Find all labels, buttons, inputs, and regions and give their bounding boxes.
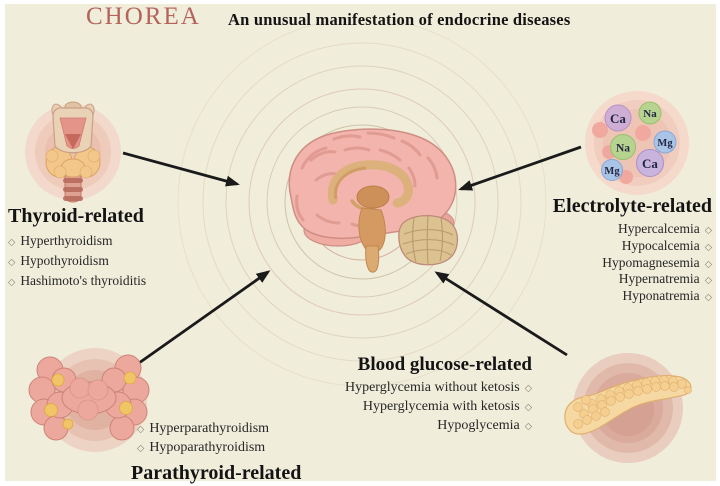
list-item: Hyperglycemia without ketosis ◇ — [345, 379, 532, 398]
cerebellum-folia — [402, 214, 455, 265]
thyroid-section: Thyroid-related ◇ Hyperthyroidism ◇ Hypo… — [8, 204, 146, 292]
ion-label-ca-2: Ca — [642, 156, 658, 171]
list-item-label: Hypomagnesemia — [602, 254, 700, 270]
ion-na-1 — [638, 101, 662, 125]
list-item-label: Hypercalcemia — [617, 221, 700, 236]
diamond-bullet-icon: ◇ — [704, 293, 712, 304]
list-item: ◇ Hyperparathyroidism — [137, 420, 301, 439]
corpus-callosum-inner — [334, 166, 367, 200]
ion-label-ca-1: Ca — [610, 111, 626, 126]
parathyroid-section: ◇ Hyperparathyroidism ◇ Hypoparathyroidi… — [131, 420, 301, 485]
ion-ca-2 — [636, 149, 664, 177]
diamond-bullet-icon: ◇ — [524, 384, 532, 394]
list-item-label: Hypoparathyroidism — [149, 440, 266, 455]
list-item-label: Hypoglycemia — [437, 418, 520, 433]
ripple-circles — [177, 17, 547, 387]
blood-glucose-items: Hyperglycemia without ketosis ◇ Hypergly… — [345, 379, 532, 436]
ion-label-mg-1: Mg — [657, 138, 673, 149]
ion-mg-1 — [653, 130, 677, 154]
parathyroid-illustration — [28, 348, 150, 452]
list-item-label: Hypocalcemia — [621, 237, 700, 253]
list-item: Hypomagnesemia ◇ — [553, 254, 712, 273]
thyroid-larynx-illustration — [25, 101, 121, 203]
diamond-bullet-icon: ◇ — [137, 444, 145, 454]
list-item-label: Hyperthyroidism — [20, 233, 113, 248]
diamond-bullet-icon: ◇ — [8, 278, 16, 288]
ion-label-na-2: Na — [616, 143, 630, 155]
list-item-label: Hyperglycemia without ketosis — [344, 380, 520, 395]
list-item: Hypocalcemia ◇ — [553, 237, 712, 256]
diamond-bullet-icon: ◇ — [8, 238, 16, 248]
list-item: Hypercalcemia ◇ — [553, 221, 712, 239]
list-item: ◇ Hyperthyroidism — [8, 232, 146, 252]
list-item: ◇ Hypothyroidism — [8, 252, 146, 272]
medulla — [365, 245, 380, 273]
corpus-callosum — [327, 160, 413, 208]
list-item: ◇ Hypoparathyroidism — [137, 439, 301, 458]
larynx-muscle — [59, 117, 87, 149]
arrows — [122, 145, 582, 365]
cerebrum — [288, 128, 457, 240]
electrolyte-section: Electrolyte-related Hypercalcemia ◇ Hypo… — [553, 194, 712, 306]
figure-title: CHOREA — [86, 3, 201, 30]
ion-label-na-1: Na — [643, 108, 657, 120]
diamond-bullet-icon: ◇ — [704, 242, 712, 253]
ion-label-mg-2: Mg — [604, 166, 620, 177]
ion-ca-1 — [604, 104, 632, 132]
diamond-bullet-icon: ◇ — [704, 259, 712, 270]
list-item: Hyponatremia ◇ — [553, 288, 712, 306]
electrolyte-illustration: Ca Na Na Mg Ca Mg — [585, 91, 689, 195]
brain-illustration — [288, 128, 459, 273]
electrolyte-heading: Electrolyte-related — [552, 195, 712, 217]
arrow-pancreas-to-brain — [434, 271, 568, 357]
electrolyte-dots — [592, 122, 651, 184]
list-item-label: Hyperglycemia with ketosis — [362, 399, 520, 414]
parathyroid-items: ◇ Hyperparathyroidism ◇ Hypoparathyroidi… — [137, 420, 301, 458]
diamond-bullet-icon: ◇ — [8, 258, 16, 268]
trachea-rings — [63, 178, 83, 201]
ion-mg-2 — [601, 159, 623, 181]
list-item-label: Hypernatremia — [618, 271, 700, 287]
thyroid-gland — [45, 146, 101, 179]
parathyroid-heading: Parathyroid-related — [131, 462, 302, 484]
blood-glucose-section: Blood glucose-related Hyperglycemia with… — [345, 354, 532, 436]
thyroid-heading: Thyroid-related — [8, 205, 144, 227]
list-item-label: Hypothyroidism — [20, 253, 109, 268]
ion-na-2 — [610, 134, 636, 160]
list-item: ◇ Hashimoto's thyroiditis — [8, 272, 146, 292]
electrolyte-items: Hypercalcemia ◇ Hypocalcemia ◇ Hypomagne… — [553, 221, 712, 306]
list-item-label: Hyperparathyroidism — [149, 421, 270, 436]
list-item: Hypernatremia ◇ — [553, 272, 712, 289]
diamond-bullet-icon: ◇ — [704, 276, 712, 287]
blood-glucose-heading: Blood glucose-related — [357, 354, 532, 375]
diamond-bullet-icon: ◇ — [704, 226, 712, 236]
list-item: Hyperglycemia with ketosis ◇ — [345, 398, 532, 417]
pancreas-texture — [573, 375, 692, 429]
list-item: Hypoglycemia ◇ — [345, 417, 532, 436]
list-item-label: Hashimoto's thyroiditis — [20, 273, 147, 288]
diamond-bullet-icon: ◇ — [137, 425, 145, 435]
thalamus — [356, 185, 390, 209]
pancreas-illustration — [564, 353, 692, 463]
arrow-parathyroid-to-brain — [138, 270, 271, 365]
list-item-label: Hyponatremia — [622, 288, 700, 304]
parathyroid-spots — [44, 371, 137, 430]
thyroid-items: ◇ Hyperthyroidism ◇ Hypothyroidism ◇ Has… — [8, 232, 146, 292]
larynx-muscle-deep — [65, 134, 81, 149]
diamond-bullet-icon: ◇ — [524, 403, 532, 413]
diamond-bullet-icon: ◇ — [524, 422, 532, 432]
figure-subtitle: An unusual manifestation of endocrine di… — [228, 10, 571, 29]
arrow-electrolyte-to-brain — [458, 145, 582, 191]
arrow-thyroid-to-brain — [122, 151, 240, 187]
